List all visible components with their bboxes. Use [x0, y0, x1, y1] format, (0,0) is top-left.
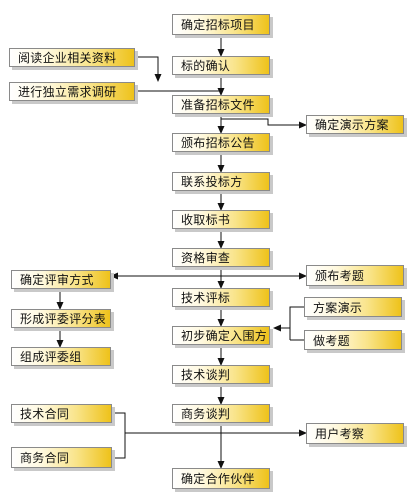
- connector-read-materials: [135, 56, 162, 82]
- connector-demo-test-bracket: [289, 306, 304, 340]
- node-technical-contract: 技术合同: [11, 404, 112, 423]
- connector-contracts-bracket: [112, 412, 126, 459]
- node-preliminary-shortlist: 初步确定入围方: [172, 326, 270, 345]
- node-contact-bidders: 联系投标方: [172, 172, 270, 191]
- node-determine-project: 确定招标项目: [172, 14, 270, 35]
- node-technical-negotiation: 技术谈判: [172, 365, 270, 384]
- node-form-review-panel: 组成评委组: [11, 347, 111, 366]
- node-determine-review-method: 确定评审方式: [11, 270, 111, 289]
- node-technical-review: 技术评标: [172, 288, 270, 307]
- node-publish-notice: 颁布招标公告: [172, 133, 270, 152]
- node-confirm-target: 标的确认: [172, 56, 270, 75]
- node-collect-bids: 收取标书: [172, 210, 270, 229]
- connector-demo-plan: [221, 118, 307, 129]
- node-business-negotiation: 商务谈判: [172, 404, 270, 423]
- node-read-materials: 阅读企业相关资料: [9, 48, 135, 67]
- node-publish-test: 颁布考题: [306, 265, 404, 286]
- node-solution-demo: 方案演示: [304, 297, 402, 317]
- node-independent-research: 进行独立需求调研: [9, 82, 135, 101]
- node-business-contract: 商务合同: [11, 447, 112, 468]
- node-form-scoring-table: 形成评委评分表: [11, 309, 111, 328]
- node-determine-demo-plan: 确定演示方案: [306, 115, 404, 134]
- node-test-questions: 做考题: [304, 330, 402, 350]
- node-determine-partner: 确定合作伙伴: [172, 468, 270, 489]
- node-qualification-review: 资格审查: [172, 248, 270, 267]
- node-prepare-docs: 准备招标文件: [172, 95, 270, 114]
- node-user-inspection: 用户考察: [306, 423, 404, 444]
